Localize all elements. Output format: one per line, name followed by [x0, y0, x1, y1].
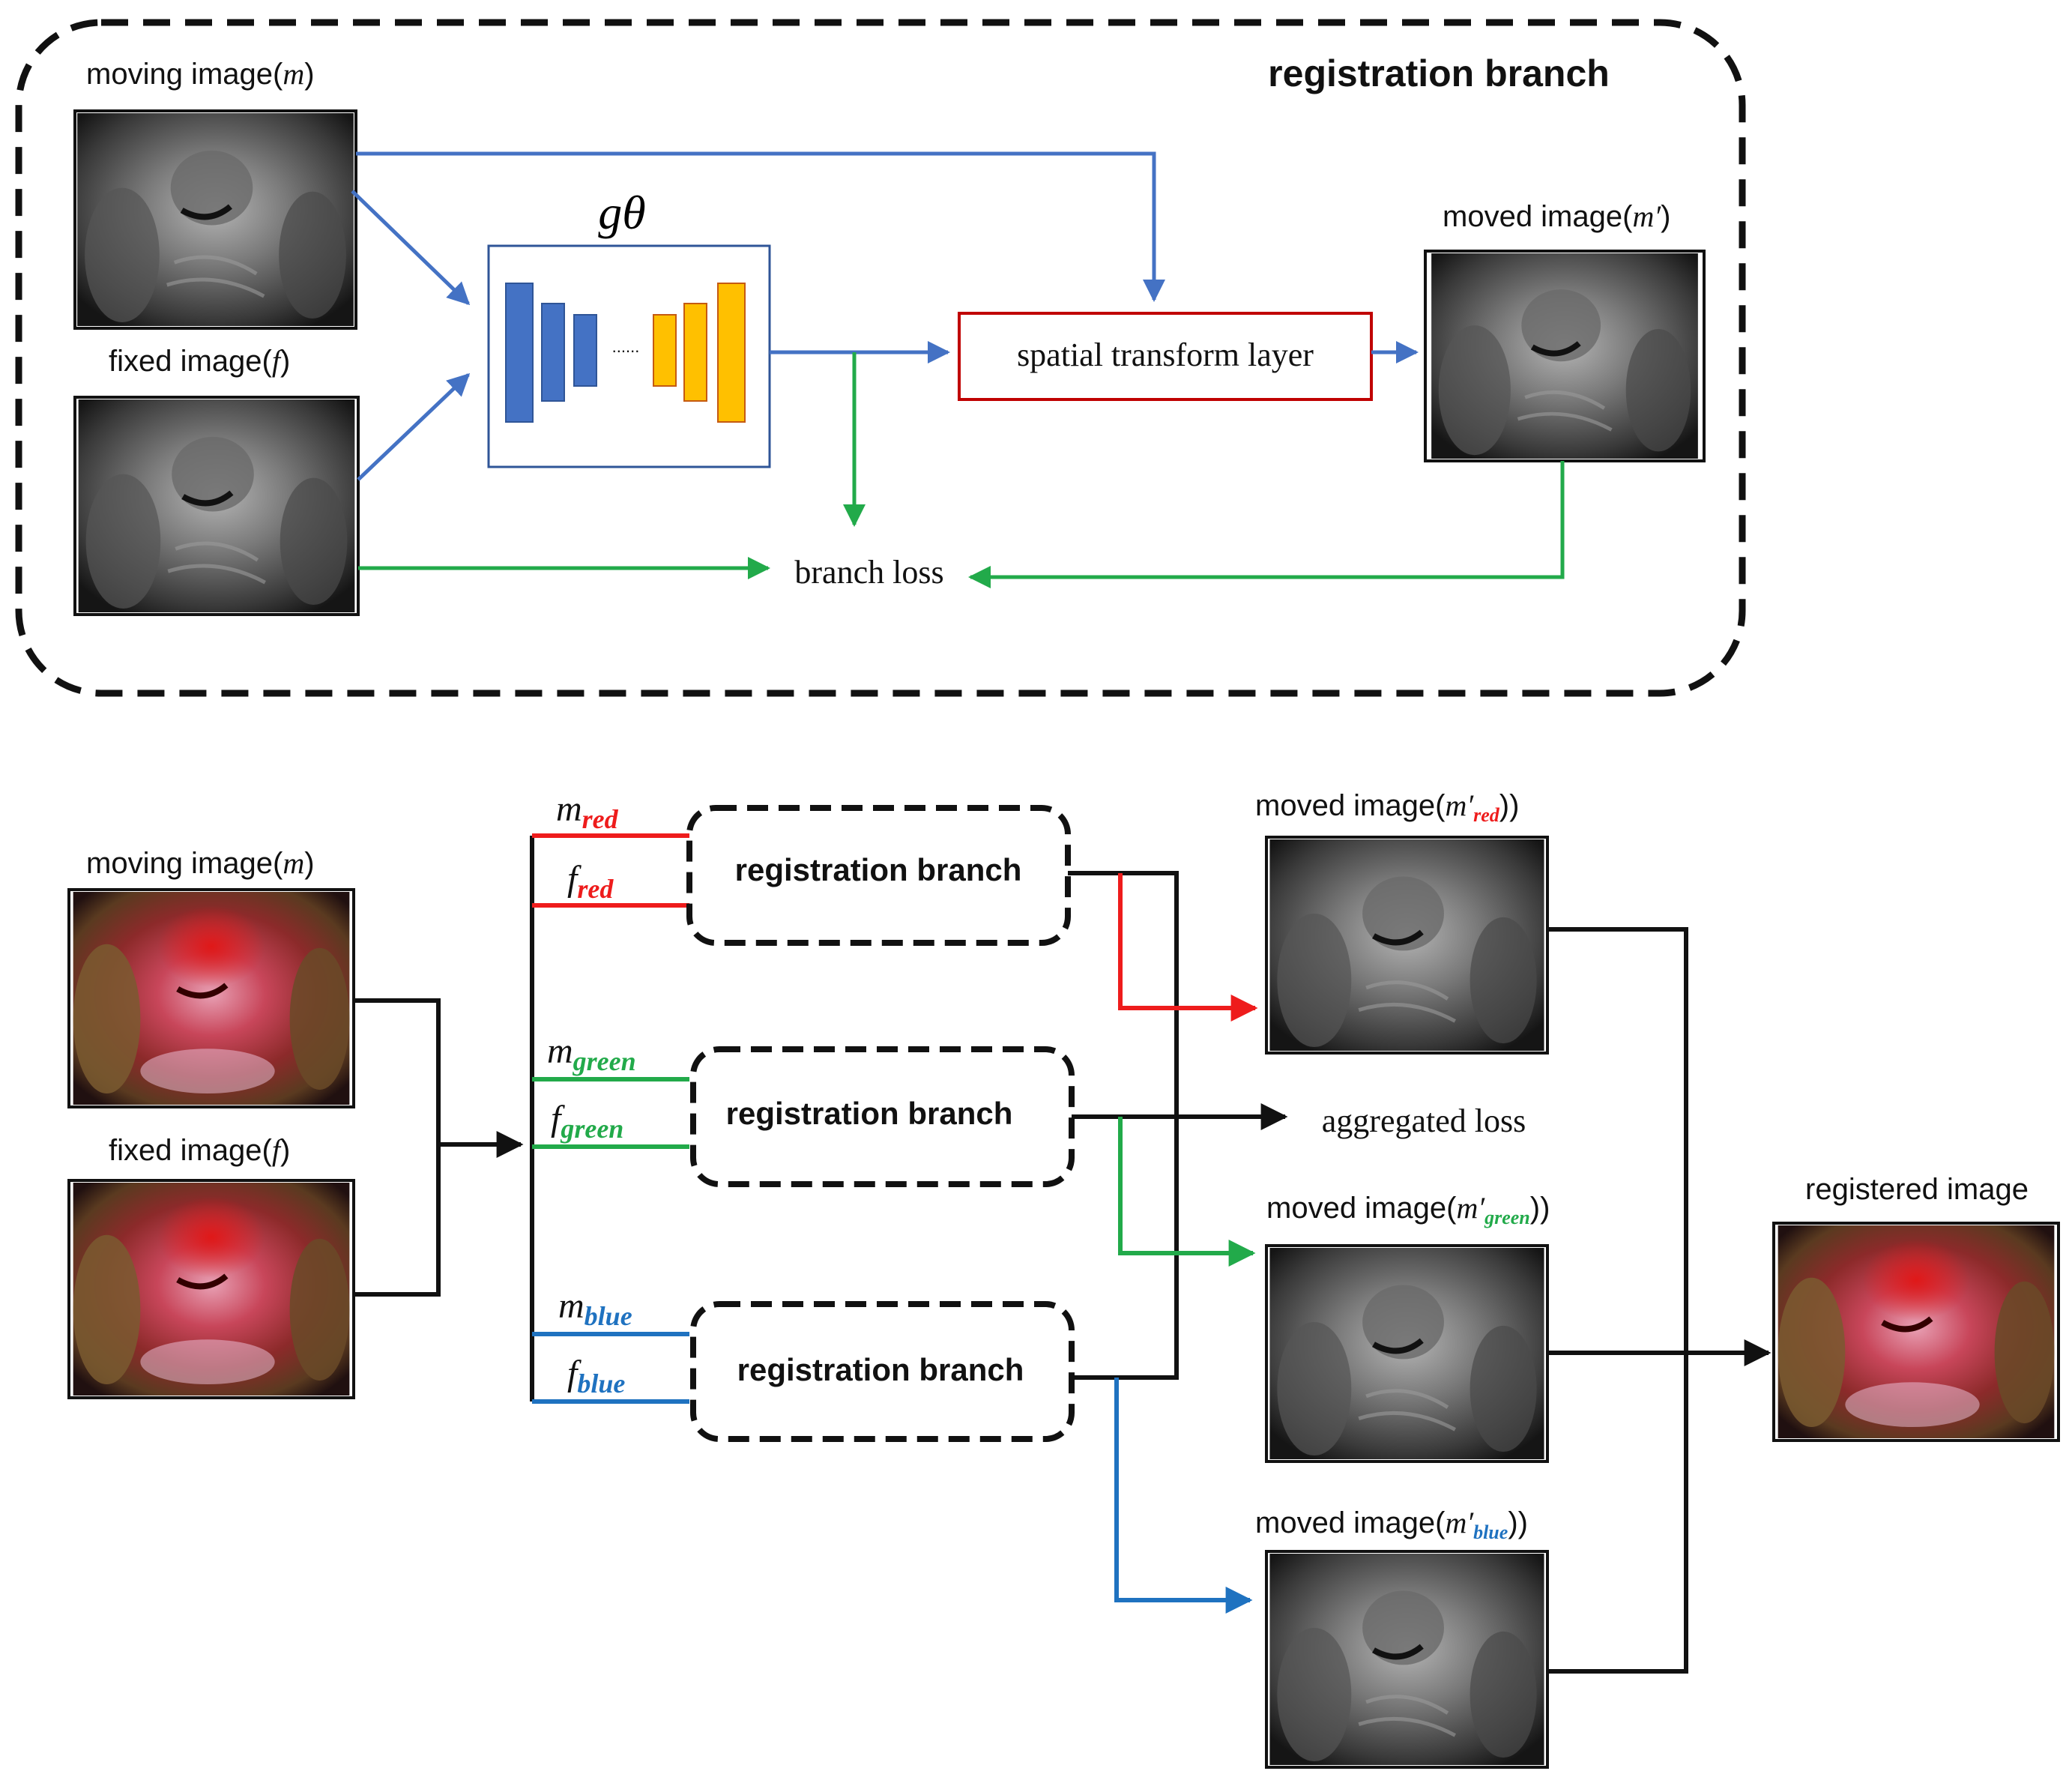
aggregated-loss-label: aggregated loss: [1322, 1102, 1526, 1139]
top-fixed-image: [79, 399, 355, 612]
top-fixed-label: fixed image(f): [109, 344, 290, 378]
arrow-green-to-moved: [1118, 1117, 1256, 1267]
decoder-layer-2: [683, 303, 707, 402]
arrow-moving-to-stl: [356, 151, 1165, 302]
m-green-label: mgreen: [547, 1031, 636, 1076]
branch-loss-label: branch loss: [794, 554, 943, 591]
bottom-fixed-image: [73, 1183, 350, 1396]
branch-box-red: [686, 805, 1071, 946]
branch-box-blue: [690, 1301, 1075, 1442]
merge-to-registered: [1547, 927, 1772, 1674]
encoder-layer-3: [573, 314, 597, 387]
f-blue-label: fblue: [567, 1354, 625, 1399]
branch-box-red-label: registration branch: [735, 852, 1022, 887]
top-moving-label: moving image(m): [86, 57, 315, 91]
registered-image: [1778, 1225, 2055, 1438]
top-moved-image: [1431, 253, 1698, 459]
top-moving-image: [77, 113, 354, 326]
net-label: gθ: [598, 186, 645, 239]
decoder-layer-3: [717, 283, 746, 423]
net-dots: ......: [612, 337, 640, 356]
moved-red-label: moved image(m′red)): [1255, 788, 1519, 826]
encoder-layer-1: [505, 283, 534, 423]
channel-lines: [532, 833, 689, 1404]
registered-image-label: registered image: [1805, 1173, 2029, 1206]
top-moved-label: moved image(m′): [1443, 199, 1670, 233]
decoder-layer-1: [653, 314, 677, 387]
top-title: registration branch: [1268, 52, 1610, 94]
moved-blue-label: moved image(m′blue)): [1255, 1506, 1528, 1543]
branch-box-green-label: registration branch: [726, 1096, 1013, 1131]
moved-blue-image: [1269, 1554, 1544, 1765]
loss-lines: [1068, 871, 1288, 1380]
bottom-moving-label: moving image(m): [86, 846, 315, 880]
arrow-moving-to-net: [351, 190, 471, 306]
arrow-moved-to-loss: [968, 461, 1565, 588]
moved-green-label: moved image(m′green)): [1266, 1191, 1550, 1228]
arrow-fixed-to-net: [357, 372, 471, 481]
branch-box-green: [690, 1046, 1075, 1187]
f-green-label: fgreen: [551, 1099, 623, 1144]
m-red-label: mred: [556, 789, 619, 834]
moved-arrows: [1114, 873, 1258, 1614]
arrow-red-to-moved: [1118, 873, 1258, 1022]
moved-green-image: [1269, 1248, 1544, 1459]
top-arrows: [351, 151, 1565, 588]
encoder-layer-2: [541, 303, 565, 402]
moved-red-image: [1269, 839, 1544, 1051]
branch-box-blue-label: registration branch: [737, 1352, 1024, 1387]
input-merge-lines: [354, 836, 534, 1402]
bottom-moving-image: [73, 892, 350, 1105]
registration-branch-frame: [15, 19, 1746, 697]
arrow-blue-to-moved: [1114, 1378, 1253, 1614]
spatial-transform-label: spatial transform layer: [1017, 337, 1314, 373]
f-red-label: fred: [567, 859, 614, 904]
m-blue-label: mblue: [558, 1286, 632, 1331]
spatial-transform-box: [958, 312, 1373, 401]
bottom-fixed-label: fixed image(f): [109, 1133, 290, 1167]
